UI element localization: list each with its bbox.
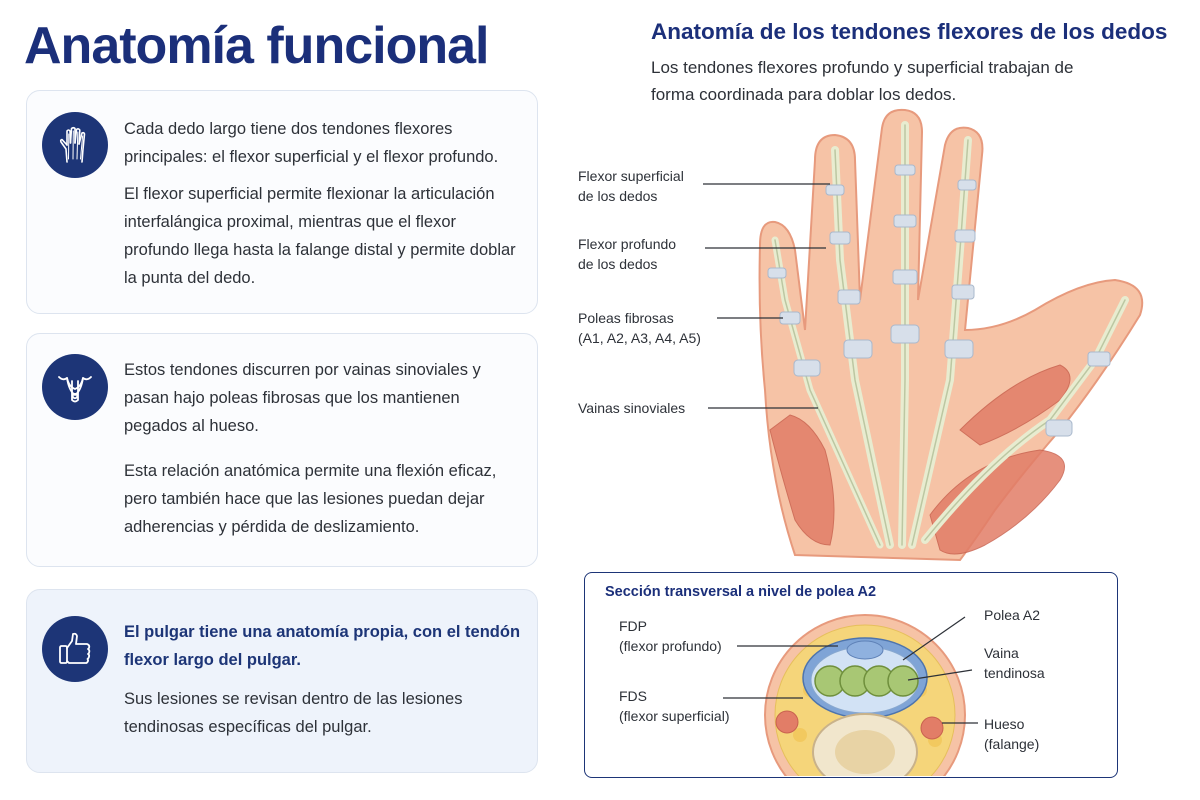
thumbs-up-icon — [42, 616, 108, 682]
cross-section-illustration — [723, 614, 978, 776]
label-bone: Hueso (falange) — [984, 716, 1040, 752]
hand-tendons-icon — [42, 112, 108, 178]
label-flexor-superficial: Flexor superficial de los dedos — [578, 168, 684, 204]
fdp-tendon — [814, 665, 919, 697]
label-synovial-sheaths: Vainas sinoviales — [578, 400, 686, 416]
label-fibrous-pulleys: Poleas fibrosas (A1, A2, A3, A4, A5) — [578, 310, 701, 346]
card-paragraph: Estos tendones discurren por vainas sino… — [124, 361, 481, 435]
label-flexor-profundo: Flexor profundo de los dedos — [578, 236, 677, 272]
label-fdp: FDP (flexor profundo) — [619, 618, 722, 654]
card-paragraph: Sus lesiones se revisan dentro de las le… — [124, 690, 463, 736]
card-paragraph: Esta relación anatómica permite una flex… — [124, 462, 497, 536]
label-tendon-sheath: Vaina tendinosa — [984, 645, 1045, 681]
card-paragraph: Cada dedo largo tiene dos tendones flexo… — [124, 120, 499, 166]
info-card-flexor-tendons: Cada dedo largo tiene dos tendones flexo… — [26, 90, 538, 314]
hand-muscles — [769, 364, 1071, 555]
label-pulley-a2: Polea A2 — [984, 607, 1041, 623]
label-fds: FDS (flexor superficial) — [619, 688, 730, 724]
cross-section-title: Sección transversal a nivel de polea A2 — [605, 584, 877, 600]
card-paragraph: El flexor superficial permite flexionar … — [124, 185, 516, 287]
anatomy-subtitle: Los tendones flexores profundo y superfi… — [651, 58, 1074, 104]
hand-anatomy-illustration — [703, 108, 1144, 562]
card-highlight: El pulgar tiene una anatomía propia, con… — [124, 623, 521, 669]
page-title: Anatomía funcional — [24, 17, 489, 75]
tendon-sheath-icon — [42, 354, 108, 420]
fds-tendon — [846, 640, 884, 660]
info-card-thumb: El pulgar tiene una anatomía propia, con… — [26, 589, 538, 773]
label-leader-lines — [703, 183, 830, 409]
info-card-sheaths-pulleys: Estos tendones discurren por vainas sino… — [26, 333, 538, 567]
fibrous-pulleys — [767, 164, 1111, 437]
anatomy-title: Anatomía de los tendones flexores de los… — [651, 19, 1168, 44]
